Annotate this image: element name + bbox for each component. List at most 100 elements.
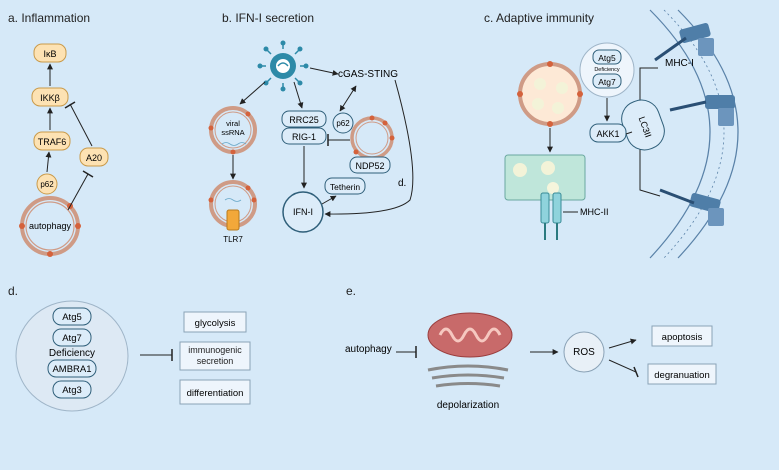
traf6-label: TRAF6 xyxy=(38,137,67,147)
rig1-node xyxy=(281,127,327,145)
a20-node xyxy=(79,147,109,167)
mhc1-receptor-icon-1 xyxy=(679,23,714,56)
mhc1-receptor-icon-3 xyxy=(689,193,724,226)
immunogenic-secretion-label: immunogenic secretion xyxy=(188,345,242,366)
atg7-d-label: Atg7 xyxy=(62,333,82,344)
ros-label: ROS xyxy=(573,347,595,358)
dot-b6 xyxy=(245,185,251,191)
arrow-virus-ssrna xyxy=(239,81,266,105)
mitochondrion-icon xyxy=(427,312,513,358)
mhc1-stalk-3 xyxy=(659,188,695,205)
apoptosis-box xyxy=(651,325,713,347)
tetherin-node xyxy=(324,177,366,195)
panel-d-title: d. xyxy=(8,284,18,298)
ndp52-node xyxy=(349,156,391,174)
cgas-sting-label: cGAS-STING xyxy=(338,69,398,80)
p62-label: p62 xyxy=(40,180,54,189)
er-icon xyxy=(427,364,509,388)
dot-b5 xyxy=(251,197,257,203)
traf6-node xyxy=(33,131,71,151)
ikb-node xyxy=(33,43,67,63)
d-ref-label: d. xyxy=(398,178,406,189)
ssrna-label: ssRNA xyxy=(221,128,244,137)
antigen-peptide xyxy=(547,182,559,194)
atg7-c-label: Atg7 xyxy=(598,77,616,87)
autophagosome-a-inner xyxy=(25,201,75,251)
link-akk1-lc3 xyxy=(625,131,633,135)
dot-b8 xyxy=(389,135,395,141)
p62-b-label: p62 xyxy=(336,119,350,128)
mhc1-stalk-1 xyxy=(654,36,687,62)
dot-c1 xyxy=(517,91,523,97)
atg5-c-node xyxy=(592,49,622,65)
inhibit-bar-a20-ikkb xyxy=(64,101,76,109)
ambra1-node xyxy=(47,359,97,378)
depolarization-label: depolarization xyxy=(437,400,499,411)
panel-b-title: b. IFN-I secretion xyxy=(222,11,314,25)
glycolysis-label: glycolysis xyxy=(195,318,236,329)
inhibit-autophagy-a20 xyxy=(67,173,89,211)
dot-b9 xyxy=(353,149,359,155)
ikkb-node xyxy=(31,87,69,107)
antigen-1 xyxy=(534,78,546,90)
inhibit-bar-autophagy-a20 xyxy=(82,170,94,178)
arrow-ros-apoptosis xyxy=(608,338,637,349)
rrc25-node xyxy=(281,110,327,128)
panel-e-title: e. xyxy=(346,284,356,298)
mhc2-chain-right xyxy=(552,192,562,224)
differentiation-box xyxy=(179,379,251,405)
tlr7-label: TLR7 xyxy=(223,235,243,244)
antigen-5 xyxy=(513,163,527,177)
inhibit-ros-degranulation xyxy=(608,359,637,373)
atg3-d-node xyxy=(52,380,92,399)
mhc2-chain-left xyxy=(540,192,550,224)
degranulation-label: degranuation xyxy=(654,370,709,381)
ndp52-label: NDP52 xyxy=(355,161,384,171)
antigen-vesicle xyxy=(518,62,582,126)
p62-b-node xyxy=(332,112,354,134)
dot-b3 xyxy=(230,149,236,155)
mhc2-label: MHC-II xyxy=(580,207,609,217)
ifn-label: IFN-I xyxy=(293,207,313,217)
mhc1-receptor-icon-2 xyxy=(705,95,735,126)
rig1-label: RIG-1 xyxy=(292,132,316,142)
ssrna-vesicle-inner xyxy=(214,111,252,149)
deficiency-d-circle xyxy=(15,300,129,412)
atg7-c-node xyxy=(592,73,622,89)
akk1-label: AKK1 xyxy=(596,129,619,139)
deficiency-c-label: Deficiency xyxy=(594,67,620,73)
p62-node xyxy=(36,173,58,195)
atg7-d-node xyxy=(52,328,92,347)
viral-label: viral xyxy=(226,119,240,128)
apoptosis-label: apoptosis xyxy=(662,332,703,343)
deficiency-d-label: Deficiency xyxy=(49,348,95,359)
ifn-node xyxy=(282,191,324,233)
a20-label: A20 xyxy=(86,153,102,163)
antigen-6 xyxy=(541,161,555,175)
rna-strand-icon-2 xyxy=(224,198,242,202)
arrow-virus-rrc25 xyxy=(293,81,304,109)
inhibit-bar-ros xyxy=(633,366,639,378)
membrane-outer xyxy=(649,9,711,259)
tlr7-receptor-icon xyxy=(226,209,240,231)
panel-a-title: a. Inflammation xyxy=(8,11,90,25)
panel-d: d. Atg5 Atg7 Deficiency AMBRA1 Atg3 glyc… xyxy=(8,284,251,412)
dot-b10 xyxy=(382,120,388,126)
atg3-d-label: Atg3 xyxy=(62,385,82,396)
dot-a1 xyxy=(19,223,25,229)
mhc1-label: MHC-I xyxy=(665,58,694,69)
dot-a3 xyxy=(47,251,53,257)
dot-c2 xyxy=(547,61,553,67)
atg5-d-label: Atg5 xyxy=(62,312,82,323)
dot-c3 xyxy=(577,91,583,97)
ikb-label: IκB xyxy=(43,49,56,59)
antigen-4 xyxy=(552,102,564,114)
panel-a: a. Inflammation IκB IKKβ TRAF6 A20 p62 a… xyxy=(8,11,109,257)
antigen-2 xyxy=(556,82,568,94)
arrow-ifn-tetherin xyxy=(321,195,337,205)
atg5-d-node xyxy=(52,307,92,326)
ikkb-label: IKKβ xyxy=(40,93,60,103)
